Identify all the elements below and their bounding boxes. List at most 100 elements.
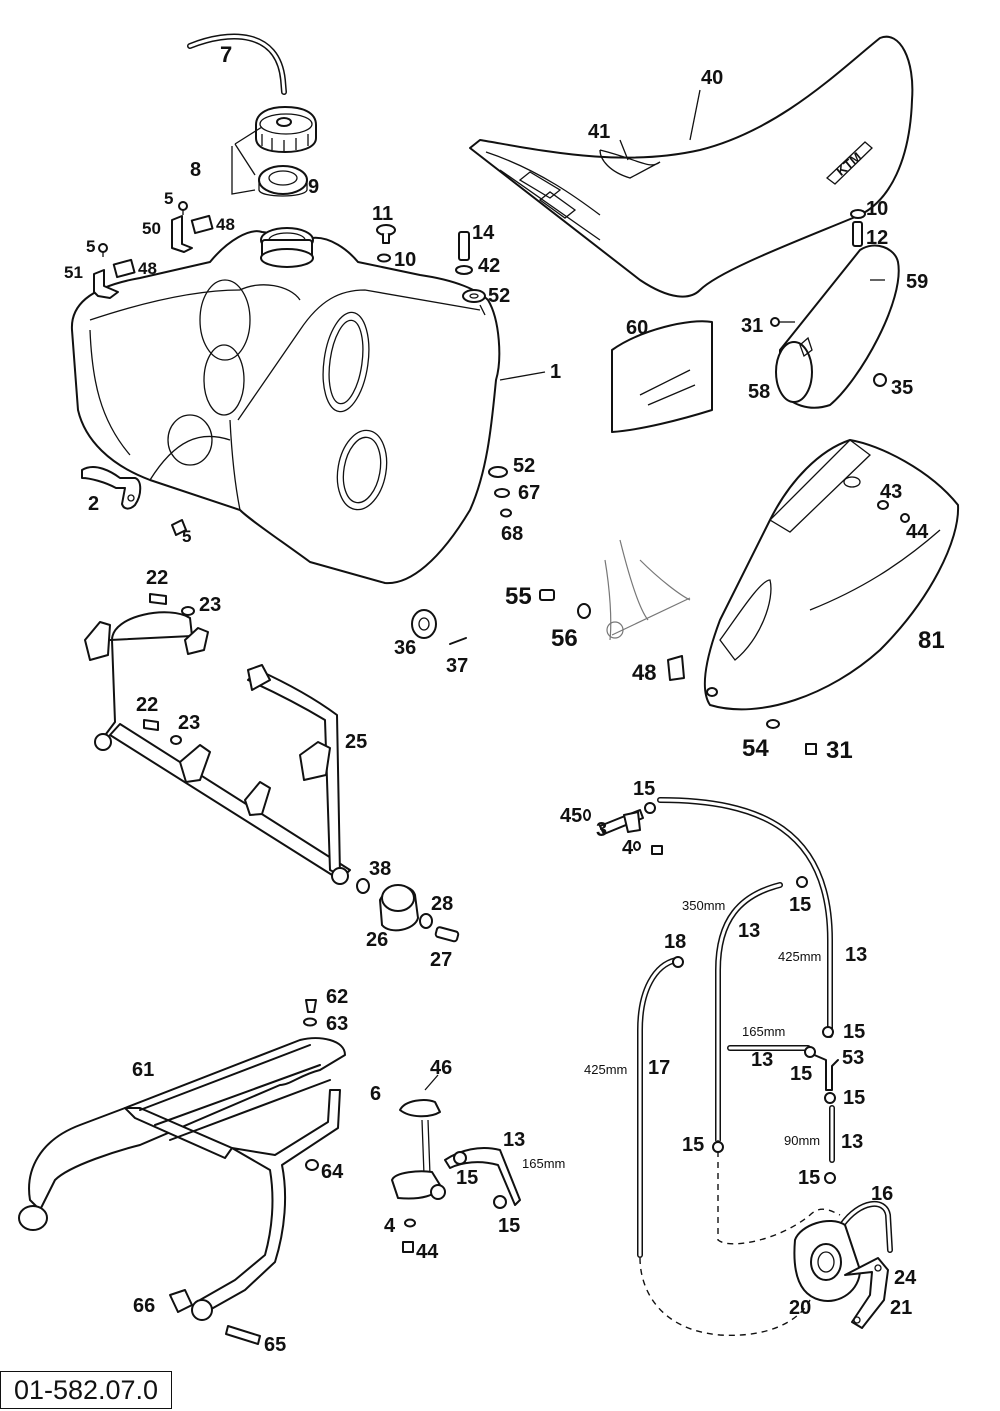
subframe-25 — [84, 593, 351, 885]
callout-4: 4 — [622, 837, 634, 859]
dimension-165mm: 165mm — [742, 1024, 785, 1039]
callout-10: 10 — [394, 249, 416, 271]
callout-67: 67 — [518, 482, 540, 504]
dimension-165mm: 165mm — [522, 1156, 565, 1171]
callout-15: 15 — [682, 1134, 704, 1156]
callout-6: 6 — [370, 1083, 381, 1105]
callout-22: 22 — [136, 694, 158, 716]
callout-15: 15 — [456, 1167, 478, 1189]
callout-15: 15 — [633, 778, 655, 800]
callout-17: 17 — [648, 1057, 670, 1079]
callout-9: 9 — [308, 176, 319, 198]
callout-11: 11 — [372, 203, 393, 225]
callout-25: 25 — [345, 731, 367, 753]
callout-27: 27 — [430, 949, 452, 971]
callout-62: 62 — [326, 986, 348, 1008]
callout-59: 59 — [906, 271, 928, 293]
callout-50: 50 — [142, 219, 161, 238]
filler-cap — [255, 106, 317, 153]
callout-58: 58 — [748, 381, 770, 403]
callout-23: 23 — [178, 712, 200, 734]
callout-15: 15 — [790, 1063, 812, 1085]
side-panel-81 — [703, 439, 960, 711]
callout-65: 65 — [264, 1334, 286, 1356]
callout-42: 42 — [478, 255, 500, 277]
filler-cap-gasket — [258, 165, 308, 197]
callout-38: 38 — [369, 858, 391, 880]
callout-2: 2 — [88, 493, 99, 515]
seat-hardware — [850, 209, 866, 247]
callout-31: 31 — [826, 737, 853, 764]
callout-14: 14 — [472, 222, 495, 244]
callout-13: 13 — [845, 944, 867, 966]
callout-21: 21 — [890, 1297, 912, 1319]
carburetor-20 — [793, 1220, 889, 1329]
fuel-hoses — [637, 797, 893, 1337]
callout-41: 41 — [588, 121, 610, 143]
callout-63: 63 — [326, 1013, 348, 1035]
callout-36: 36 — [394, 637, 416, 659]
callout-37: 37 — [446, 655, 468, 677]
tank-washers — [488, 466, 512, 518]
callout-15: 15 — [843, 1021, 865, 1043]
callout-48: 48 — [138, 259, 157, 278]
breather-hose-7 — [187, 33, 287, 95]
luggage-carrier-61 — [18, 999, 346, 1345]
callout-40: 40 — [701, 67, 723, 89]
callout-15: 15 — [789, 894, 811, 916]
callout-31: 31 — [741, 315, 763, 337]
rubber-damper-26 — [356, 878, 460, 943]
fuel-tap-46 — [391, 1074, 521, 1253]
callout-53: 53 — [842, 1047, 864, 1069]
callout-61: 61 — [132, 1059, 154, 1081]
callout-8: 8 — [190, 159, 201, 181]
callout-18: 18 — [664, 931, 686, 953]
callout-55: 55 — [505, 583, 532, 610]
tank-top-hardware — [376, 224, 486, 303]
callout-5: 5 — [182, 527, 191, 546]
dimension-350mm: 350mm — [682, 898, 725, 913]
decal-60 — [611, 320, 713, 433]
callout-labels: 1 2 3 4 4 5 5 5 6 7 8 9 10 10 11 12 13 1… — [64, 42, 945, 1356]
callout-23: 23 — [199, 594, 221, 616]
callout-12: 12 — [866, 227, 888, 249]
callout-7: 7 — [220, 42, 232, 67]
callout-15: 15 — [798, 1167, 820, 1189]
callout-60: 60 — [626, 317, 648, 339]
callout-81: 81 — [918, 627, 945, 654]
tank-bracket-2 — [81, 466, 187, 536]
callout-54: 54 — [742, 735, 769, 762]
callout-5: 5 — [86, 237, 95, 256]
seat: KTM — [469, 35, 914, 298]
panel-hardware — [766, 500, 910, 755]
callout-35: 35 — [891, 377, 913, 399]
callout-24: 24 — [894, 1267, 917, 1289]
callout-46: 46 — [430, 1057, 452, 1079]
callout-64: 64 — [321, 1161, 344, 1183]
dimension-425mm: 425mm — [778, 949, 821, 964]
callout-13: 13 — [738, 920, 760, 942]
callout-56: 56 — [551, 625, 578, 652]
callout-13: 13 — [751, 1049, 773, 1071]
callout-51: 51 — [64, 263, 83, 282]
callout-20: 20 — [789, 1297, 811, 1319]
frame-outline — [539, 539, 691, 681]
tool-box-58 — [770, 244, 900, 409]
callout-52: 52 — [488, 285, 510, 307]
tank-small-hardware — [93, 201, 214, 299]
fuel-tank — [70, 227, 501, 585]
dimension-425mm: 425mm — [584, 1062, 627, 1077]
callout-28: 28 — [431, 893, 453, 915]
callout-48: 48 — [216, 215, 235, 234]
callout-13: 13 — [841, 1131, 863, 1153]
bushing-36 — [411, 609, 467, 645]
callout-13: 13 — [503, 1129, 525, 1151]
diagram-reference-number: 01-582.07.0 — [0, 1371, 172, 1409]
callout-3: 3 — [596, 819, 607, 841]
callout-10: 10 — [866, 198, 888, 220]
callout-15: 15 — [498, 1215, 520, 1237]
callout-44: 44 — [906, 521, 929, 543]
callout-66: 66 — [133, 1295, 155, 1317]
callout-22: 22 — [146, 567, 168, 589]
